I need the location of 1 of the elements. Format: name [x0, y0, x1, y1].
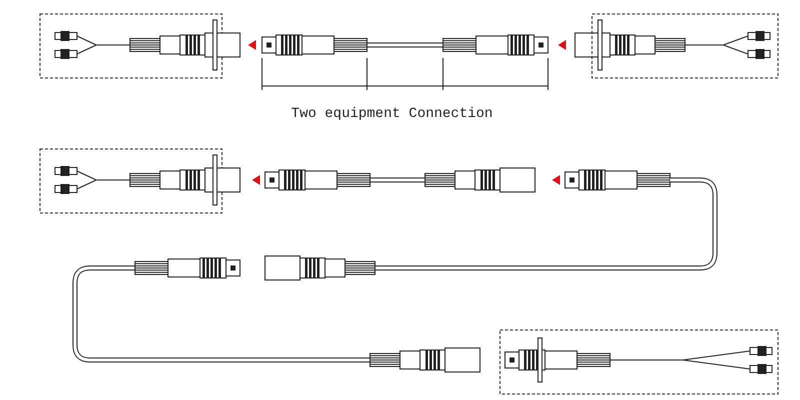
diagram-title: Two equipment Connection	[290, 106, 494, 122]
